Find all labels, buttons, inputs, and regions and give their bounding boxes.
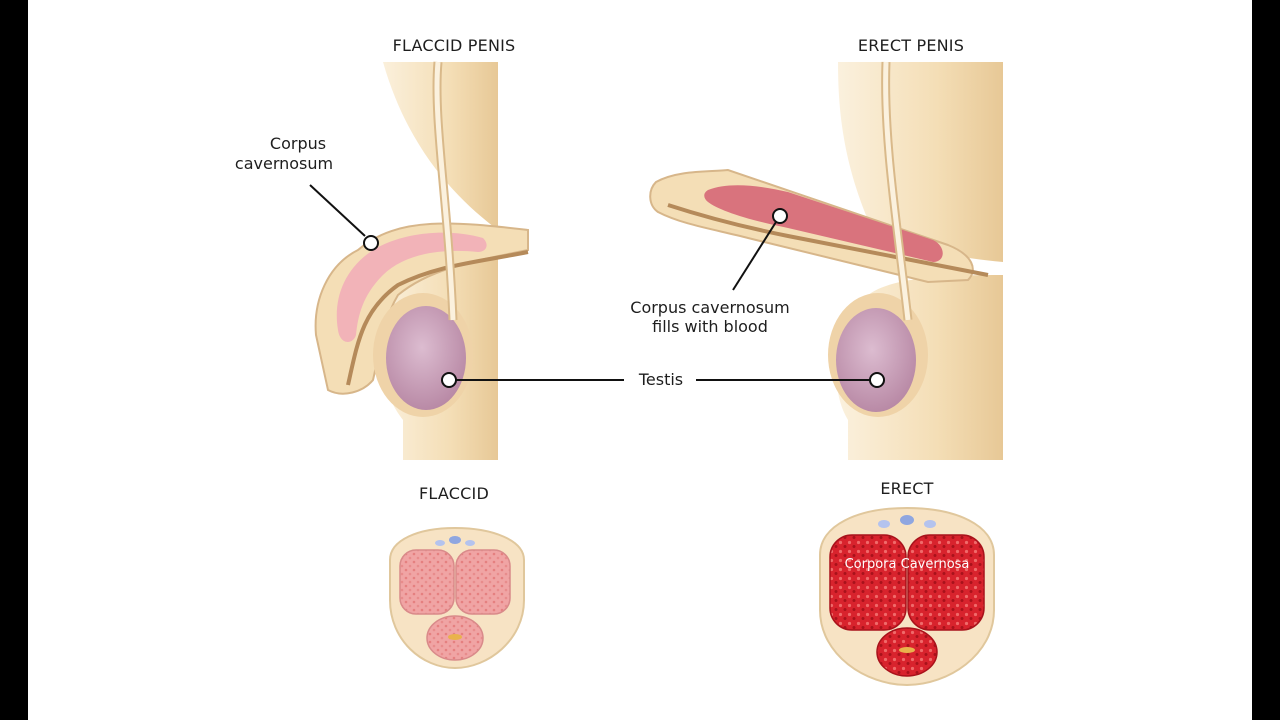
- corpus-cavernosum-flaccid: [336, 232, 487, 342]
- marker-testis-right: [869, 372, 885, 388]
- erect-side-view: [649, 61, 1003, 460]
- leader-lines: [309, 184, 885, 388]
- urethra-erect: [667, 203, 989, 277]
- anatomy-illustration: [309, 61, 1003, 687]
- heading-erect-penis: ERECT PENIS: [857, 36, 965, 55]
- heading-flaccid: FLACCID: [419, 484, 489, 503]
- label-fills-with-blood: fills with blood: [652, 317, 768, 336]
- cross-section-flaccid: [389, 526, 525, 670]
- heading-erect: ERECT: [880, 479, 934, 498]
- urethra-flaccid: [346, 250, 529, 386]
- label-testis: Testis: [638, 370, 684, 389]
- diagram-canvas: FLACCID PENIS ERECT PENIS FLACCID ERECT …: [28, 0, 1252, 720]
- marker-corpus-cavernosum: [363, 235, 379, 251]
- flaccid-side-view: [314, 61, 529, 460]
- testis-flaccid: [386, 306, 466, 410]
- testis-erect: [836, 308, 916, 412]
- marker-testis-left: [441, 372, 457, 388]
- leader-corpus-cavernosum: [309, 184, 366, 237]
- marker-fills-with-blood: [772, 208, 788, 224]
- label-corpora-cavernosa: Corpora Cavernosa: [844, 557, 970, 572]
- label-corpus: Corpus: [269, 134, 327, 153]
- label-cavernosum: cavernosum: [234, 154, 334, 173]
- heading-flaccid-penis: FLACCID PENIS: [392, 36, 516, 55]
- cross-section-erect: [819, 506, 995, 687]
- leader-fills-with-blood: [732, 221, 777, 291]
- corpus-cavernosum-erect: [704, 185, 943, 262]
- label-corpus-cavernosum-fills: Corpus cavernosum: [630, 298, 790, 317]
